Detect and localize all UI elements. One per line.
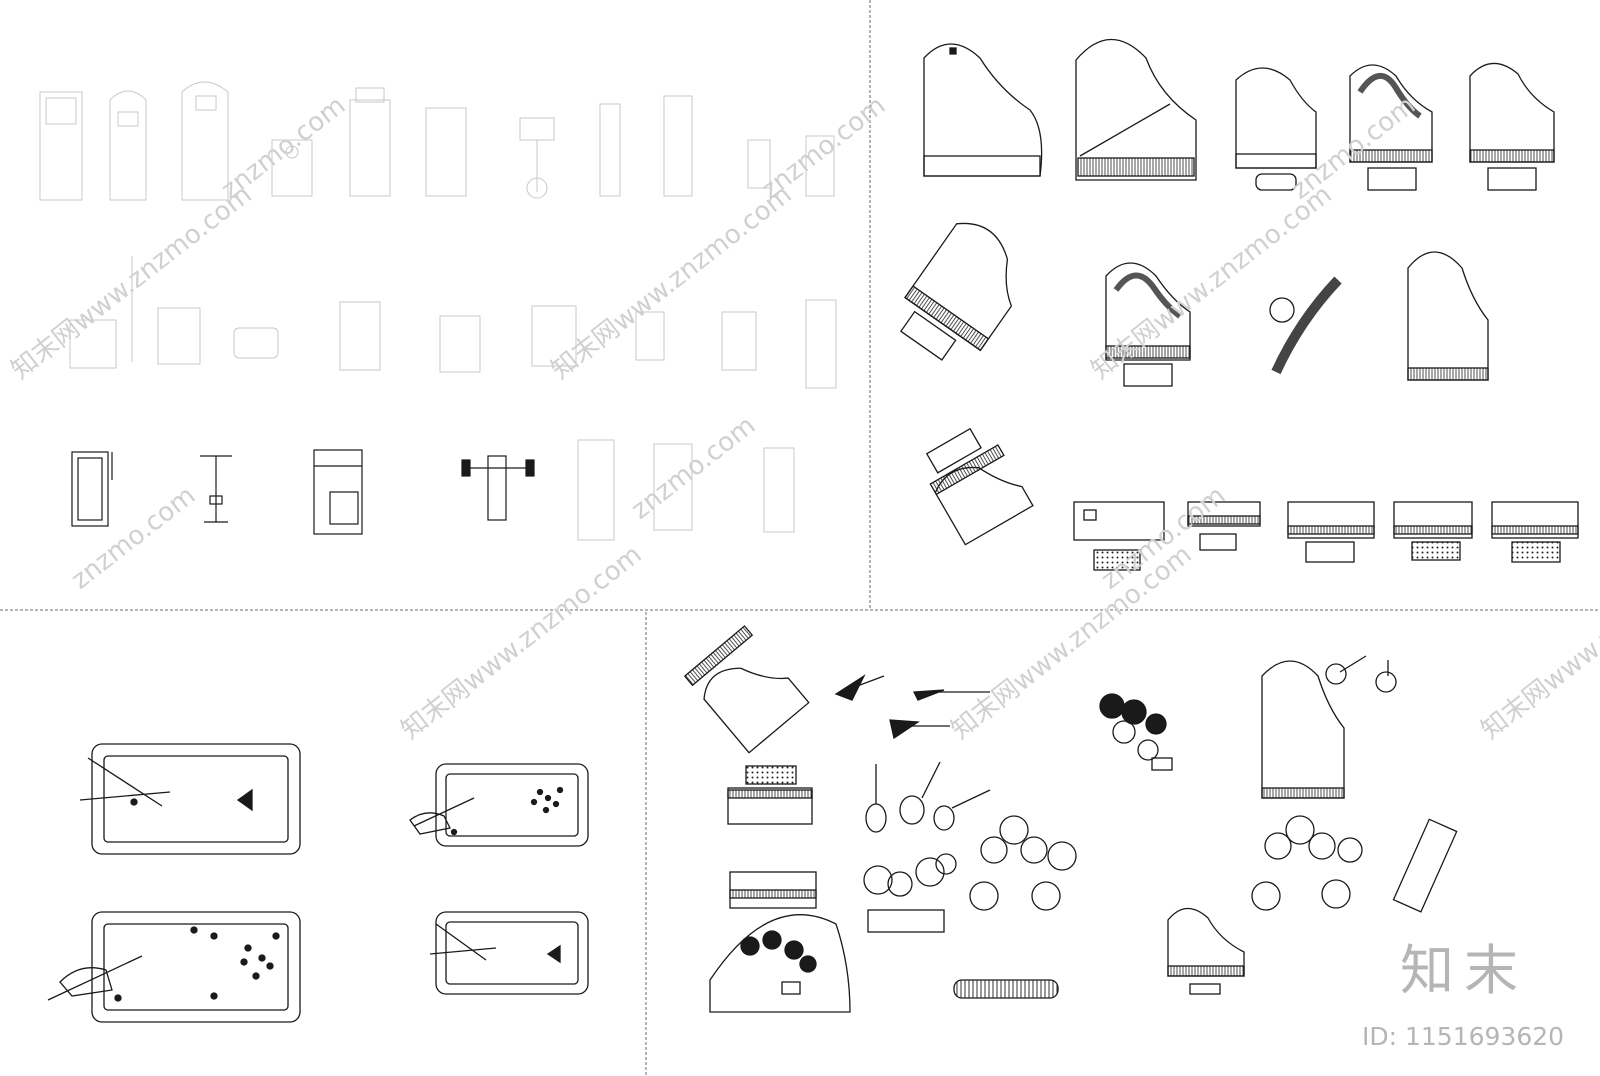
drum-kit-icon xyxy=(863,853,957,933)
pool-table-player-icon xyxy=(409,763,589,847)
gym-faint-row-2 xyxy=(69,256,837,389)
stepper-icon xyxy=(200,455,232,523)
cable-machine-icon xyxy=(663,95,693,197)
piano-panel xyxy=(900,38,1579,571)
watermark-text: znzmo.com xyxy=(756,91,891,206)
brand-logo-text: 知末 xyxy=(1400,939,1528,1002)
stepper-icon xyxy=(747,139,771,189)
bike-icon xyxy=(805,135,835,197)
harp-player-icon xyxy=(1269,276,1342,375)
multi-gym-icon xyxy=(313,449,363,535)
watermark-text: znzmo.com xyxy=(66,481,201,596)
watermark-layer: 知末网www.znzmo.com 知末网www.znzmo.com 知末网www… xyxy=(6,91,1600,746)
weight-station-icon xyxy=(425,107,467,197)
instruments-panel xyxy=(683,625,1458,1013)
drummer-kit-icon xyxy=(1251,815,1363,911)
drum-kit-stage-icon xyxy=(709,914,851,1013)
watermark-text: znzmo.com xyxy=(626,411,761,526)
keyboard-row xyxy=(1073,501,1579,571)
pool-table-icon xyxy=(79,743,301,855)
grand-piano-angled-icon xyxy=(925,427,1034,546)
watermark-text: znzmo.com xyxy=(1286,91,1421,206)
treadmill-icon xyxy=(109,90,147,201)
asset-id-label: ID: 1151693620 xyxy=(1362,1022,1565,1051)
grand-piano-icon xyxy=(1105,262,1191,387)
rowing-machine-icon xyxy=(599,103,621,197)
grand-piano-icon xyxy=(1261,660,1345,799)
grand-piano-icon xyxy=(1235,67,1317,191)
gym-faint-row-1 xyxy=(39,81,835,201)
grand-piano-icon xyxy=(1407,251,1489,381)
elliptical-icon xyxy=(519,117,555,199)
grand-piano-icon xyxy=(1349,64,1433,191)
pool-table-player-icon xyxy=(47,911,301,1023)
guitar-icon xyxy=(834,674,990,740)
pool-table-icon xyxy=(429,911,589,995)
grand-piano-angled-icon xyxy=(683,625,810,754)
grand-piano-icon xyxy=(1075,38,1197,181)
gym-dark-row xyxy=(71,449,535,535)
weight-station-icon xyxy=(349,87,391,197)
upright-piano-icon xyxy=(729,871,817,909)
drummer-kit-icon xyxy=(969,815,1077,911)
barbell-bench-icon xyxy=(461,455,535,521)
watermark-text: 知末网www.znzmo.com xyxy=(1476,540,1600,746)
drum-kit-icon xyxy=(1099,693,1173,771)
guitar-icon xyxy=(865,761,991,833)
watermark-text: 知末网www.znzmo.com xyxy=(546,180,798,386)
treadmill-icon xyxy=(39,91,83,201)
treadmill-icon xyxy=(181,81,229,201)
watermark-text: 知末网www.znzmo.com xyxy=(396,540,648,746)
keyboard-stand-icon xyxy=(1392,818,1458,913)
grand-piano-angled-icon xyxy=(900,222,1013,361)
watermark-text: znzmo.com xyxy=(216,91,351,206)
grand-piano-icon xyxy=(923,43,1043,177)
billiards-panel xyxy=(47,743,589,1023)
grand-piano-icon xyxy=(1469,62,1555,191)
upright-piano-icon xyxy=(727,765,813,825)
treadmill-icon xyxy=(71,451,113,527)
guzheng-icon xyxy=(953,979,1059,999)
guitar-player-icon xyxy=(1325,655,1397,693)
small-grand-piano-icon xyxy=(1167,907,1245,995)
bike-icon xyxy=(271,139,313,197)
gym-equipment-panel xyxy=(39,81,837,541)
gym-faint-row-3 xyxy=(577,439,795,541)
